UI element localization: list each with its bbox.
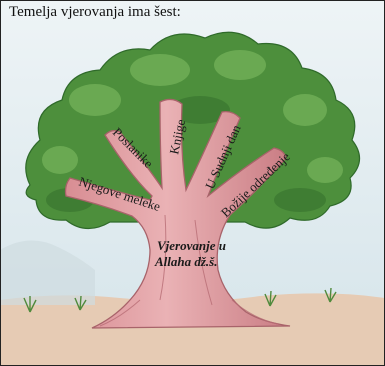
- label-trunk-line1: Vjerovanje u: [157, 238, 226, 253]
- page-title: Temelja vjerovanja ima šest:: [9, 4, 181, 21]
- label-trunk-line2: Allaha dž.š.: [154, 254, 218, 269]
